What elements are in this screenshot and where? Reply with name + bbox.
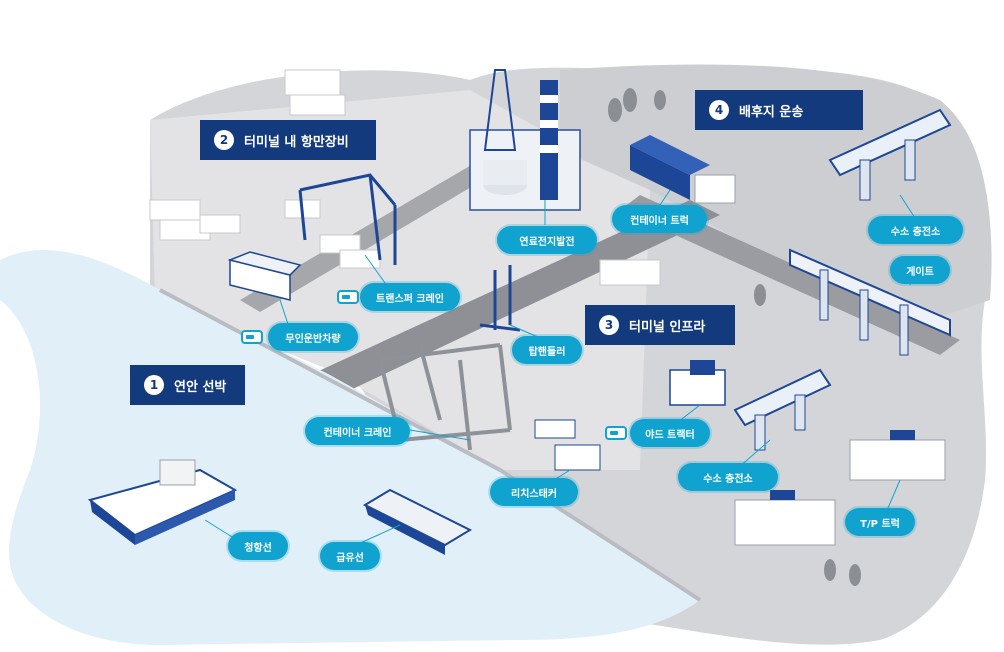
reach-stacker-illustration xyxy=(534,419,601,471)
section-title: 배후지 운송 xyxy=(739,104,804,120)
container-truck-illustration xyxy=(630,135,736,204)
container-crane-illustration xyxy=(378,343,512,451)
label-h2-station-top[interactable]: 수소 충전소 xyxy=(868,216,963,244)
hydrogen-badge-icon xyxy=(241,330,263,344)
label-h2-station-bottom[interactable]: 수소 충전소 xyxy=(678,463,778,491)
label-container-truck[interactable]: 컨테이너 트럭 xyxy=(612,205,707,233)
side-road xyxy=(620,195,960,355)
section-title: 터미널 인프라 xyxy=(629,319,706,335)
section-hinterland-transport: 4 배후지 운송 xyxy=(695,90,863,130)
hydrogen-badge-icon xyxy=(337,290,359,304)
fuel-ship-illustration xyxy=(362,488,473,555)
section-coastal-ships: 1 연안 선박 xyxy=(130,365,245,405)
section-number: 2 xyxy=(214,130,234,150)
label-fuel-ship[interactable]: 급유선 xyxy=(320,542,380,570)
straddle-carrier-illustration xyxy=(479,265,521,332)
sea xyxy=(0,250,700,645)
hinterland-zone xyxy=(560,64,992,330)
agv-illustration xyxy=(227,251,302,301)
label-harbor-ship[interactable]: 청항선 xyxy=(228,532,288,560)
fuel-cell-plant-illustration xyxy=(469,69,581,211)
gate-illustration xyxy=(789,248,951,356)
section-number: 3 xyxy=(599,315,619,335)
section-number: 1 xyxy=(144,375,164,395)
label-gate[interactable]: 게이트 xyxy=(890,256,950,284)
section-title: 터미널 내 항만장비 xyxy=(244,134,349,150)
label-yard-tractor[interactable]: 야드 트랙터 xyxy=(630,419,710,447)
label-agv[interactable]: 무인운반차량 xyxy=(268,323,358,351)
section-number: 4 xyxy=(709,100,729,120)
trees xyxy=(608,88,861,586)
h2-station-top-illustration xyxy=(828,108,952,201)
section-terminal-equipment: 2 터미널 내 항만장비 xyxy=(200,120,376,160)
label-reach-stacker[interactable]: 리치스태커 xyxy=(490,478,578,506)
label-transfer-crane[interactable]: 트랜스퍼 크레인 xyxy=(360,283,460,311)
label-straddle-carrier[interactable]: 탑핸들러 xyxy=(512,336,582,364)
main-road xyxy=(310,200,720,395)
tp-truck-illustration xyxy=(734,430,946,546)
container-stacks xyxy=(149,69,661,286)
harbor-ship-illustration xyxy=(87,459,238,545)
section-terminal-infra: 3 터미널 인프라 xyxy=(585,305,735,345)
label-fuel-cell-plant[interactable]: 연료전지발전 xyxy=(497,226,597,254)
transfer-crane-illustration xyxy=(298,173,397,265)
quay-edge xyxy=(159,288,702,602)
h2-station-bottom-illustration xyxy=(733,368,832,451)
yard-tractor-illustration xyxy=(669,360,726,406)
section-title: 연안 선박 xyxy=(174,379,227,395)
hydrogen-badge-icon xyxy=(605,426,627,440)
label-tp-truck[interactable]: T/P 트럭 xyxy=(845,508,915,536)
harbor-road xyxy=(240,160,500,312)
label-container-crane[interactable]: 컨테이너 크레인 xyxy=(305,417,410,445)
